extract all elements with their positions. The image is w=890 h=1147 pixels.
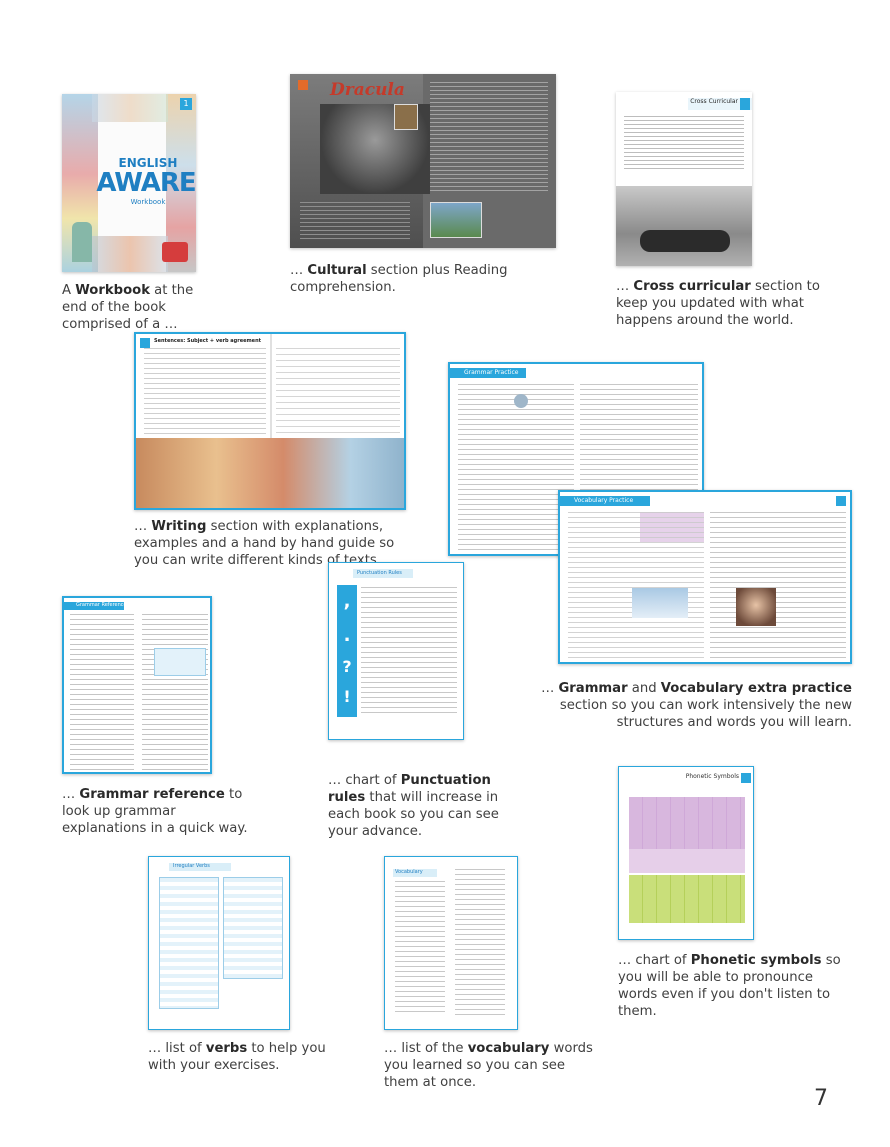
punct-title: Punctuation Rules <box>357 570 402 576</box>
exclamation-symbol: ! <box>343 687 351 706</box>
vocablist-text-left <box>395 881 445 1015</box>
caption-cultural: … Cultural section plus Reading comprehe… <box>290 263 508 295</box>
gym-image <box>616 186 752 266</box>
vocab-practice-text <box>568 512 704 662</box>
caption-punctuation: … chart of Punctuation rules that will i… <box>328 773 499 839</box>
landscape-image <box>430 202 482 238</box>
writing-title: Sentences: Subject + verb agreement <box>154 338 262 344</box>
grammar-ref-title: Grammar Reference <box>76 602 127 608</box>
cultural-text-block <box>300 202 410 242</box>
phonetic-symbols-thumbnail: Phonetic Symbols <box>618 766 754 940</box>
grammar-ref-table <box>154 648 206 676</box>
verbs-list-thumbnail: Irregular Verbs <box>148 856 290 1030</box>
cover-decor-top <box>92 94 168 122</box>
cross-text-block <box>624 116 744 172</box>
cover-bus-image <box>162 242 188 262</box>
cover-title-aware: AWARE <box>96 168 196 198</box>
cross-title: Cross Curricular <box>690 98 738 105</box>
grammar-reference-thumbnail: Grammar Reference <box>62 596 212 774</box>
phon-title: Phonetic Symbols <box>685 773 739 780</box>
cultural-section-badge <box>298 80 308 90</box>
vocab-practice-title: Vocabulary Practice <box>574 497 634 504</box>
writing-gutter <box>270 334 272 508</box>
dracula-title: Dracula <box>330 80 405 100</box>
cultural-text-block-right <box>430 82 548 194</box>
vocab-practice-header <box>560 496 650 506</box>
caption-grammar-reference: … Grammar reference to look up grammar e… <box>62 787 248 836</box>
punct-text <box>361 587 457 717</box>
vocablist-title: Vocabulary <box>395 869 423 875</box>
writing-section-thumbnail: Sentences: Subject + verb agreement <box>134 332 406 510</box>
woman-photo <box>736 588 776 626</box>
writing-text-right <box>276 348 400 436</box>
grammar-practice-photo <box>514 394 528 408</box>
caption-cross-curricular: … Cross curricular section to keep you u… <box>616 279 820 328</box>
cover-title-english: ENGLISH <box>118 156 178 170</box>
workbook-cover-thumbnail: 1 ENGLISH AWARE Workbook <box>62 94 196 272</box>
phon-vowel-grid <box>629 797 745 849</box>
caption-writing: … Writing section with explanations, exa… <box>134 519 395 568</box>
friends-photo <box>136 438 404 508</box>
comma-symbol: , <box>343 591 351 612</box>
caption-verbs: … list of verbs to help you with your ex… <box>148 1041 326 1073</box>
verbs-header <box>169 863 231 871</box>
cross-badge <box>740 98 750 110</box>
phon-badge <box>741 773 751 783</box>
cultural-section-thumbnail: Dracula <box>290 74 556 248</box>
grammar-practice-text <box>458 384 574 554</box>
cover-decor-bottom <box>92 236 168 272</box>
cover-number-badge: 1 <box>180 98 192 110</box>
punct-sidebar <box>337 585 357 717</box>
vocab-practice-badge <box>836 496 846 506</box>
vocablist-text-right <box>455 869 505 1015</box>
question-symbol: ? <box>342 657 352 676</box>
caption-grammar-vocabulary: … Grammar and Vocabulary extra practice … <box>541 681 852 730</box>
vocabulary-list-thumbnail: Vocabulary <box>384 856 518 1030</box>
verbs-table-left <box>159 877 219 1009</box>
punct-header <box>353 569 413 578</box>
cross-header <box>688 98 752 110</box>
cover-subtitle: Workbook <box>130 198 166 206</box>
verbs-title: Irregular Verbs <box>173 863 210 869</box>
cross-curricular-thumbnail: Cross Curricular <box>616 92 752 266</box>
writing-badge <box>140 338 150 348</box>
grammar-ref-header <box>64 602 124 610</box>
caption-workbook: A Workbook at the end of the book compri… <box>62 283 194 332</box>
phon-diphthong-grid <box>629 849 745 873</box>
vocabulary-practice-thumbnail: Vocabulary Practice <box>558 490 852 664</box>
phon-consonant-grid <box>629 875 745 923</box>
grammar-ref-text-right <box>142 614 208 770</box>
airplane-photo <box>632 588 688 618</box>
grammar-practice-header <box>450 368 526 378</box>
page-number: 7 <box>814 1086 828 1111</box>
punctuation-rules-thumbnail: Punctuation Rules , . ? ! <box>328 562 464 740</box>
grammar-practice-title: Grammar Practice <box>464 369 519 376</box>
grammar-ref-text-left <box>70 614 134 770</box>
dumbbell-image <box>640 230 730 252</box>
writing-text-left <box>144 348 266 436</box>
caption-phonetic: … chart of Phonetic symbols so you will … <box>618 953 841 1019</box>
verbs-table-right <box>223 877 283 979</box>
vocab-practice-text-right <box>710 512 846 662</box>
caption-vocabulary: … list of the vocabulary words you learn… <box>384 1041 593 1090</box>
period-symbol: . <box>343 625 351 646</box>
cover-statue-image <box>72 222 92 262</box>
vocablist-header <box>393 869 437 877</box>
portrait-image <box>394 104 418 130</box>
